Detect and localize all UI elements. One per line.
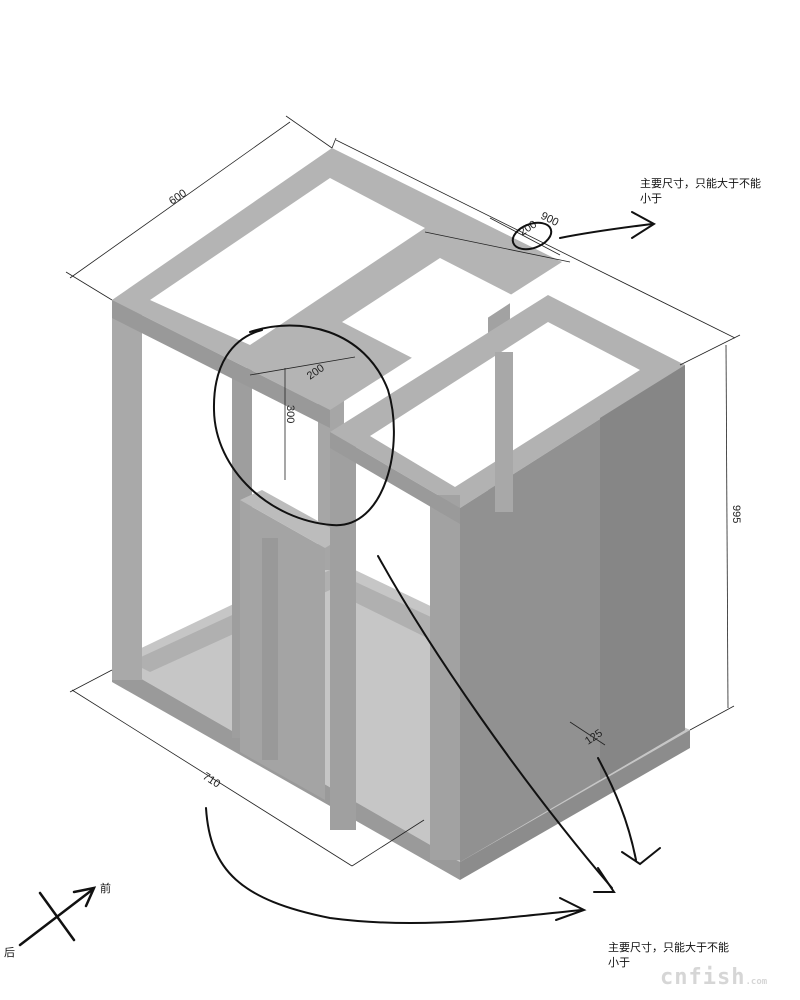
circle-opening-mark	[212, 324, 395, 527]
right-tower-front-post	[430, 495, 460, 860]
arrow-from-base	[597, 757, 637, 861]
compass-back-label: 后	[4, 946, 15, 959]
base-right-rail	[460, 730, 690, 880]
compass-icon	[18, 886, 97, 947]
circle-top-gap-mark	[511, 221, 553, 251]
arrow-to-top-note	[559, 223, 653, 239]
dim-depth-label: 600	[167, 187, 189, 207]
top-note: 主要尺寸，只能大于不能小于	[640, 177, 761, 205]
front-post-right	[330, 440, 356, 830]
front-divider	[240, 500, 325, 800]
post-front-left	[112, 300, 142, 680]
dim-height-label: 995	[730, 505, 742, 523]
right-tower-inner-post	[495, 352, 513, 512]
dim-opening-height-label: 300	[284, 405, 296, 423]
dim-front-width-label: 710	[200, 770, 222, 790]
bottom-note: 主要尺寸，只能大于不能小于	[608, 941, 729, 969]
dimension-lines	[65, 115, 741, 867]
compass-front-label: 前	[100, 882, 111, 895]
arrow-head-front	[555, 897, 587, 921]
front-divider-top	[240, 490, 345, 548]
arrow-from-opening	[377, 555, 613, 889]
right-tower-side-shade	[600, 365, 685, 780]
hand-annotations	[205, 211, 661, 925]
arrow-head-top	[631, 211, 656, 239]
top-frame-front-edge	[112, 300, 330, 428]
watermark-suffix: .com	[745, 977, 768, 987]
arrow-head-base	[621, 847, 661, 866]
front-inner-post	[262, 538, 278, 760]
watermark-logo: cnfish.com	[660, 965, 790, 995]
top-opening-back	[150, 178, 425, 345]
arrow-from-front	[205, 807, 583, 925]
top-opening-mid	[342, 258, 518, 362]
watermark-main: cnfish	[660, 965, 746, 990]
arrow-head-opening	[593, 867, 616, 893]
right-tower-front-edge	[330, 432, 460, 524]
